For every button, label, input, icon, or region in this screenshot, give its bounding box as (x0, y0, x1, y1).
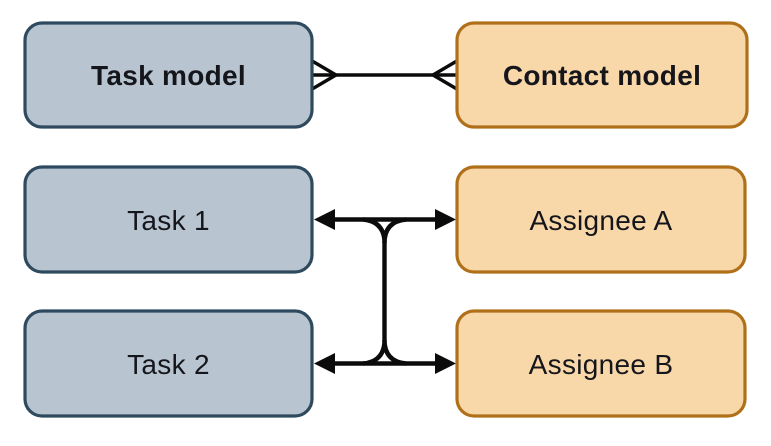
crows-foot-contact-side-icon (431, 59, 458, 91)
top-junction-fillets (362, 217, 407, 244)
task-model-box (23, 21, 314, 129)
arrowhead-right-assignee-a-icon (435, 209, 456, 230)
record-relationships (330, 217, 440, 366)
model-relationship (311, 59, 458, 91)
assignee-b-box (455, 309, 747, 418)
assignee-b-label: Assignee B (529, 349, 674, 380)
task-1-node: Task 1 (23, 165, 314, 274)
crows-foot-task-side-icon (311, 59, 338, 91)
arrowhead-left-task1-icon (314, 209, 335, 230)
contact-model-box (455, 21, 749, 129)
contact-model-label: Contact model (503, 60, 701, 91)
task-model-label: Task model (91, 60, 246, 91)
assignee-a-box (455, 165, 747, 274)
assignee-a-label: Assignee A (529, 205, 672, 236)
contact-model-node: Contact model (455, 21, 749, 129)
task-2-label: Task 2 (127, 349, 210, 380)
assignee-a-node: Assignee A (455, 165, 747, 274)
task-model-node: Task model (23, 21, 314, 129)
bottom-junction-fillets (362, 339, 407, 366)
arrowhead-left-task2-icon (314, 353, 335, 374)
task-1-label: Task 1 (127, 205, 210, 236)
arrowheads (314, 209, 456, 374)
task-1-box (23, 165, 314, 274)
task-2-box (23, 309, 314, 418)
assignee-b-node: Assignee B (455, 309, 747, 418)
task-2-node: Task 2 (23, 309, 314, 418)
arrowhead-right-assignee-b-icon (435, 353, 456, 374)
